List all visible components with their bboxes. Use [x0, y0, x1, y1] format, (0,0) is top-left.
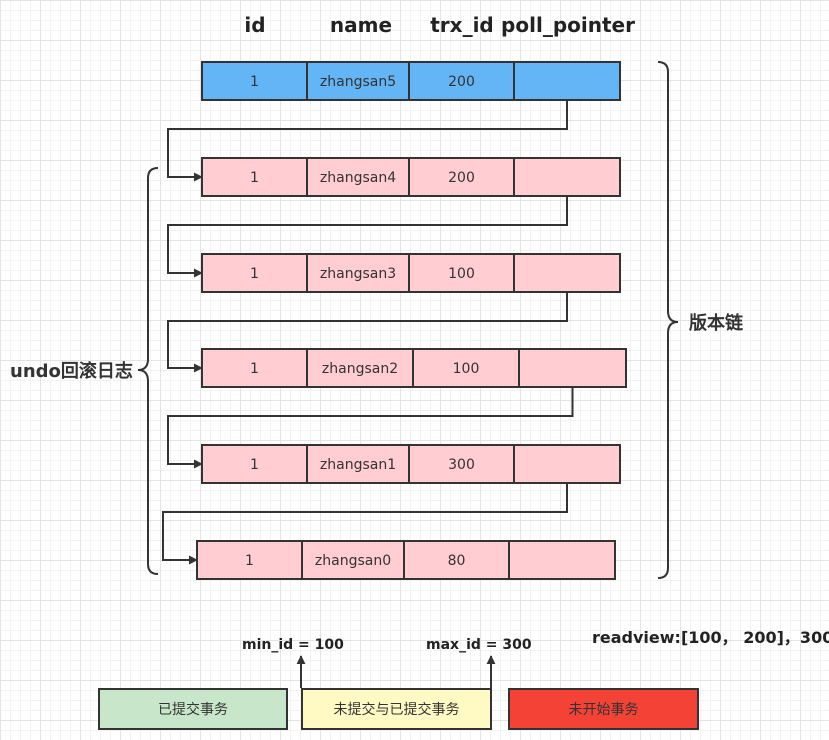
cell-text-name: zhangsan2: [322, 361, 398, 377]
version-chain-brace: [657, 61, 679, 579]
legend-box: [508, 688, 699, 730]
cell-name: [306, 444, 410, 484]
version-row: 1 zhangsan3 100: [201, 253, 621, 293]
min-id-label: min_id = 100: [242, 637, 344, 653]
legend-box: [301, 688, 492, 730]
cell-text-id: 1: [250, 361, 259, 377]
cell-text-name: zhangsan5: [320, 74, 396, 90]
header-id: id: [244, 13, 265, 37]
cell-text-id: 1: [250, 266, 259, 282]
cell-poll-pointer: [513, 444, 621, 484]
cell-text-name: zhangsan3: [320, 266, 396, 282]
header-poll-pointer: poll_pointer: [501, 13, 635, 37]
cell-poll-pointer: [508, 540, 616, 580]
cell-text-id: 1: [250, 74, 259, 90]
pointer-link: [167, 387, 574, 469]
cell-name: [306, 157, 410, 197]
header-trx-id: trx_id: [430, 13, 494, 37]
cell-name: [306, 61, 410, 101]
version-row: 1 zhangsan1 300: [201, 444, 621, 484]
legend-label: 已提交事务: [158, 701, 228, 718]
undo-log-label: undo回滚日志: [10, 360, 133, 382]
cell-trx-id: [408, 157, 515, 197]
undo-log-brace: [137, 167, 159, 575]
version-row: 1 zhangsan5 200: [201, 61, 621, 101]
pointer-link: [167, 100, 568, 182]
version-row: 1 zhangsan4 200: [201, 157, 621, 197]
cell-poll-pointer: [513, 253, 621, 293]
cell-text-trx-id: 300: [448, 457, 475, 473]
cell-text-name: zhangsan1: [320, 457, 396, 473]
cell-text-name: zhangsan0: [315, 553, 391, 569]
cell-poll-pointer: [513, 61, 621, 101]
header-name: name: [330, 13, 392, 37]
legend-box: [98, 688, 288, 730]
cell-poll-pointer: [518, 348, 627, 388]
pointer-link: [162, 483, 568, 565]
version-row: 1 zhangsan0 80: [196, 540, 616, 580]
cell-text-trx-id: 200: [448, 74, 475, 90]
max-id-label: max_id = 300: [426, 637, 532, 653]
cell-text-name: zhangsan4: [320, 170, 396, 186]
cell-id: [201, 348, 308, 388]
cell-id: [201, 61, 308, 101]
version-row: 1 zhangsan2 100: [201, 348, 627, 388]
cell-text-trx-id: 80: [448, 553, 466, 569]
legend-label: 未提交与已提交事务: [334, 701, 460, 718]
pointer-link: [167, 292, 568, 373]
cell-text-id: 1: [250, 457, 259, 473]
cell-text-id: 1: [245, 553, 254, 569]
cell-trx-id: [408, 61, 515, 101]
version-chain-label: 版本链: [689, 312, 744, 334]
cell-text-trx-id: 100: [453, 361, 480, 377]
cell-text-id: 1: [250, 170, 259, 186]
legend-label: 未开始事务: [569, 702, 639, 718]
cell-text-trx-id: 100: [448, 266, 475, 282]
legend: 已提交事务 未提交与已提交事务 未开始事务: [98, 688, 699, 730]
pointer-link: [167, 196, 568, 278]
cell-text-trx-id: 200: [448, 170, 475, 186]
pointer-links: [162, 100, 574, 565]
cell-name: [301, 540, 405, 580]
cell-poll-pointer: [513, 157, 621, 197]
readview-label: readview:[100， 200]，300: [592, 628, 829, 647]
cell-name: [306, 253, 410, 293]
